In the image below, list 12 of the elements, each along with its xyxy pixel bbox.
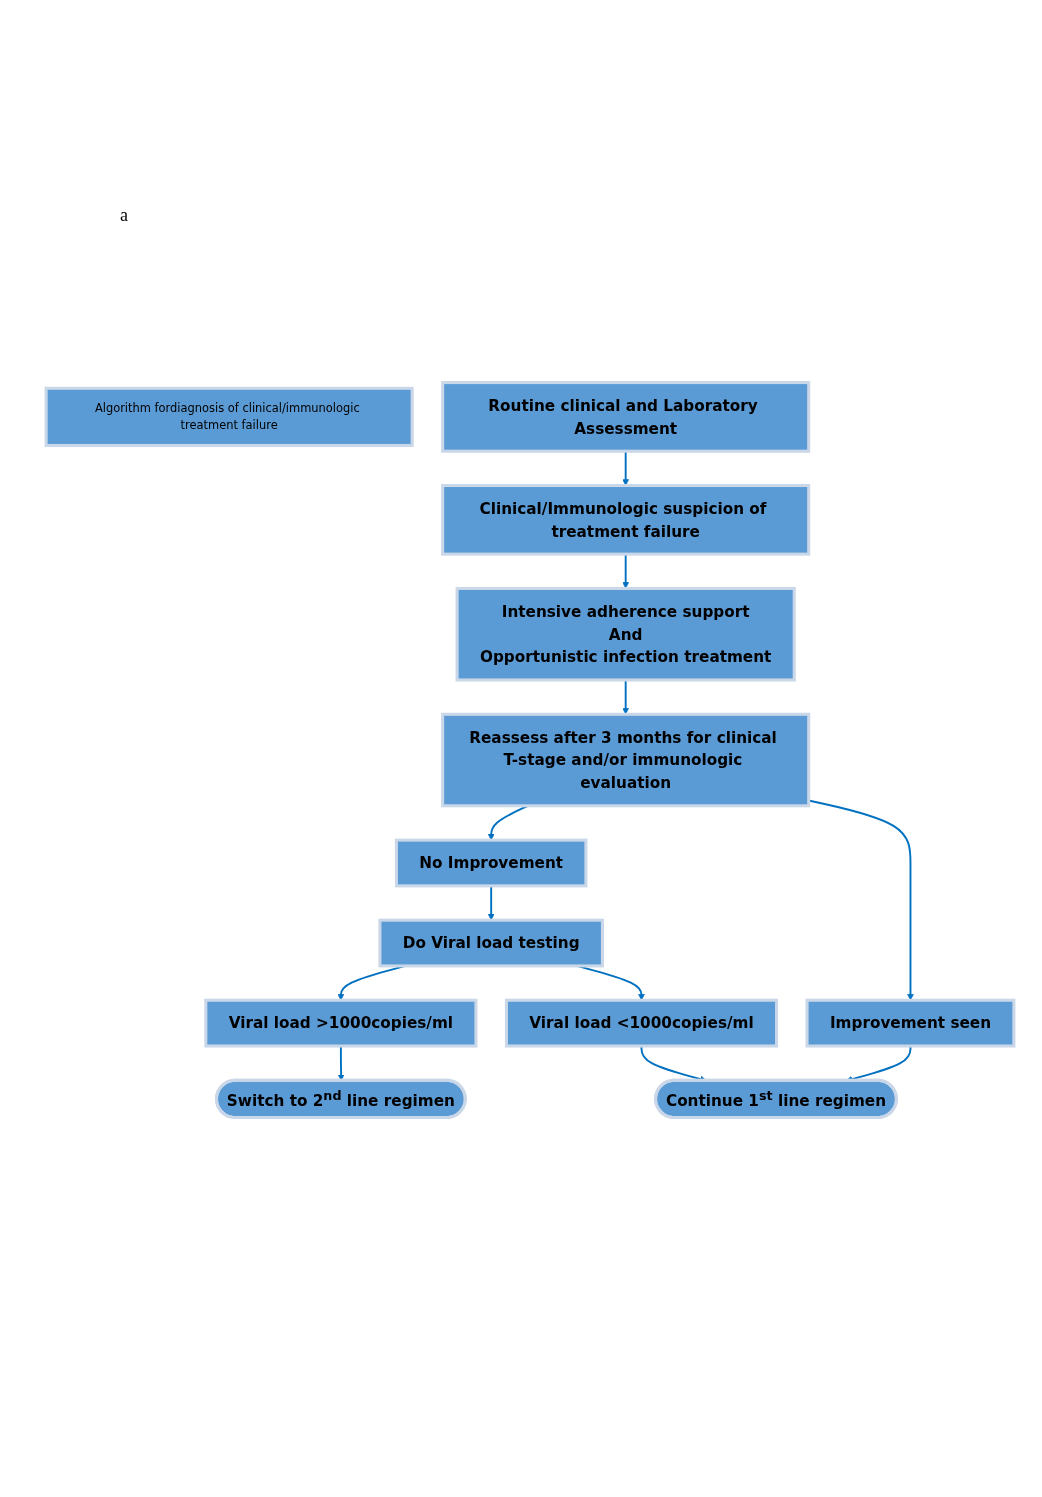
note-text: a [120, 205, 128, 225]
node-box: Viral load <1000copies/ml [504, 998, 779, 1048]
node-box: Clinical/Immunologic suspicion of treatment failure [441, 484, 811, 556]
node-box: Viral load >1000copies/ml [204, 998, 478, 1048]
node-box: Improvement seen [805, 998, 1016, 1048]
arrow [622, 679, 630, 715]
node-box: Intensive adherence support And Opportunistic infection treatment [455, 586, 796, 682]
node-box: Routine clinical and Laboratory Assessment [441, 381, 811, 453]
node-box: No Improvement [394, 838, 588, 888]
node-box: Do Viral load testing [378, 918, 604, 968]
node-box: Algorithm fordiagnosis of clinical/immunologic treatment failure [44, 386, 414, 447]
node-box: Reassess after 3 months for clinical T-stage and/or immunologic evaluation [441, 712, 811, 808]
